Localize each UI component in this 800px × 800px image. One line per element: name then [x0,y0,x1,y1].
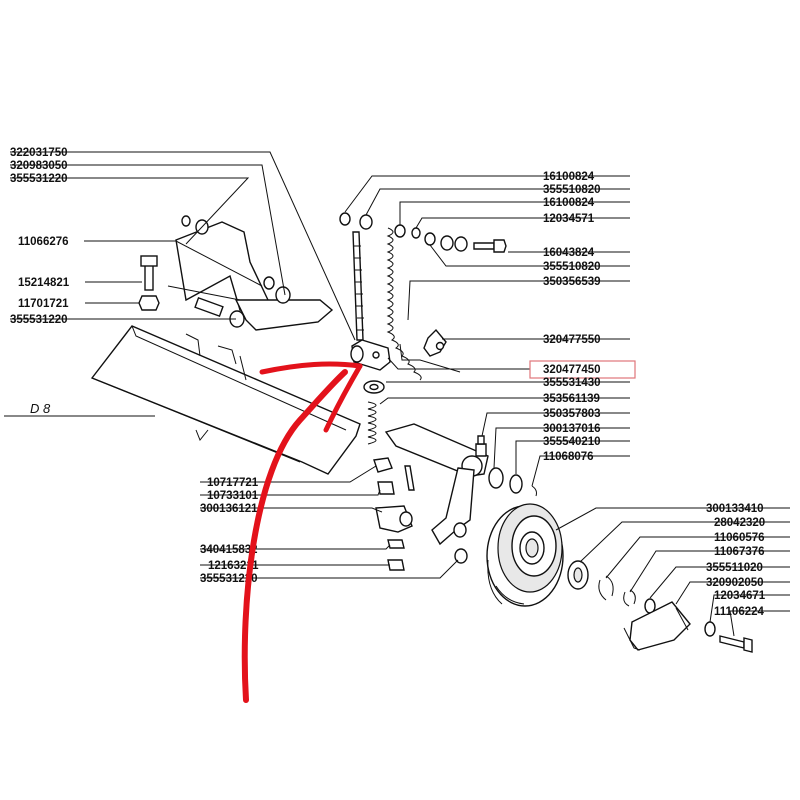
part-label: 300137016 [543,423,601,435]
left-labels: 322031750 320983050 355531220 11066276 1… [10,147,259,585]
red-annotation-arrow [241,361,363,703]
part-label: 12034671 [714,590,766,602]
part-label: 322031750 [10,147,68,159]
highlight-box [529,360,636,379]
part-label: 12034571 [543,213,595,225]
part-label: 15214821 [18,277,70,289]
part-label: 355511020 [706,562,763,574]
part-label: 320902050 [706,577,764,589]
part-label: 353561139 [543,393,600,405]
section-label: D 8 [30,401,51,416]
part-label: 12163211 [208,560,259,572]
part-label: 300136121 [200,503,258,515]
part-label: 11701721 [18,298,69,310]
part-label: 16043824 [543,247,595,259]
leader-lines [10,151,790,637]
part-label: 355531430 [543,377,601,389]
part-label: 28042320 [714,517,765,529]
part-label: 355510820 [543,184,601,196]
part-label: 11066276 [18,236,69,248]
part-label: 340415832 [200,544,258,556]
parts-drawing [90,212,753,653]
part-label: 355531220 [200,573,258,585]
part-label: 350356539 [543,276,601,288]
part-label: 11060576 [714,532,765,544]
part-label: 11106224 [714,606,765,618]
part-label: 11067376 [714,546,765,558]
part-label: 10717721 [207,477,259,489]
right-labels: 16100824 355510820 16100824 12034571 160… [529,171,766,618]
part-label: 355531220 [10,314,68,326]
part-label: 355540210 [543,436,601,448]
part-label-highlighted: 320477450 [543,364,601,376]
part-label: 320477550 [543,334,601,346]
part-label: 355531220 [10,173,68,185]
part-label: 16100824 [543,197,595,209]
part-label: 350357803 [543,408,601,420]
part-label: 11068076 [543,451,594,463]
part-label: 10733101 [207,490,259,502]
part-label: 355510820 [543,261,601,273]
part-label: 320983050 [10,160,68,172]
part-label: 300133410 [706,503,764,515]
part-label: 16100824 [543,171,595,183]
